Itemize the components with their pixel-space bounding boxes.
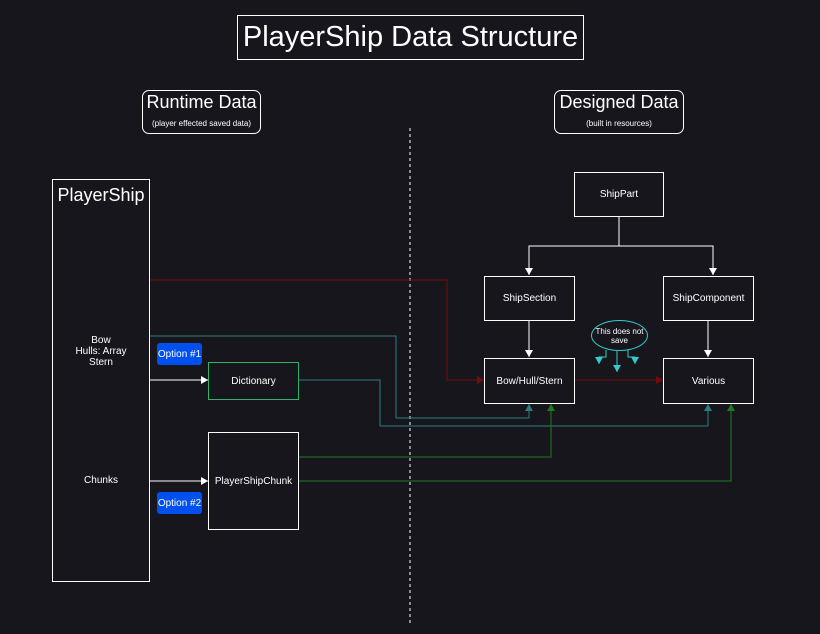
connector-shippart-to-shipcomponent bbox=[619, 245, 717, 275]
ship-component-label: ShipComponent bbox=[672, 293, 745, 304]
designed-data-title: Designed Data bbox=[559, 92, 679, 112]
runtime-data-subtitle: (player effected saved data) bbox=[151, 119, 252, 128]
player-ship-field-hulls: Hulls: Array bbox=[75, 346, 127, 357]
various-node: Various bbox=[663, 358, 754, 404]
page-title: PlayerShip Data Structure bbox=[237, 15, 584, 60]
bow-hull-stern-node: Bow/Hull/Stern bbox=[484, 358, 575, 404]
connector-teal-playership-to-bowhullstern bbox=[150, 335, 533, 419]
note-arrow-left bbox=[595, 350, 607, 364]
dictionary-node: Dictionary bbox=[208, 362, 299, 400]
player-ship-chunk-label: PlayerShipChunk bbox=[214, 475, 293, 487]
ship-component-node: ShipComponent bbox=[663, 276, 754, 321]
no-save-note: This does not save bbox=[591, 320, 648, 351]
option-1-badge: Option #1 bbox=[157, 343, 202, 365]
connector-shippart-to-shipsection bbox=[525, 217, 620, 275]
ship-section-label: ShipSection bbox=[502, 293, 557, 304]
runtime-data-title: Runtime Data bbox=[146, 92, 257, 112]
option-1-label: Option #1 bbox=[157, 348, 202, 360]
no-save-note-line2: save bbox=[611, 335, 628, 345]
player-ship-chunk-node: PlayerShipChunk bbox=[208, 432, 299, 530]
option-2-label: Option #2 bbox=[157, 497, 202, 509]
connector-green-chunk-to-various bbox=[299, 404, 735, 482]
page-title-text: PlayerShip Data Structure bbox=[242, 21, 579, 53]
ship-section-node: ShipSection bbox=[484, 276, 575, 321]
connector-teal-dictionary-to-various bbox=[299, 379, 712, 427]
designed-data-subtitle: (built in resources) bbox=[586, 119, 652, 128]
no-save-note-line1: This does not bbox=[595, 326, 644, 336]
various-label: Various bbox=[691, 375, 726, 387]
designed-data-header: Designed Data (built in resources) bbox=[554, 90, 684, 134]
connector-red-playership-to-bowhullstern bbox=[150, 279, 484, 384]
option-2-badge: Option #2 bbox=[157, 492, 202, 514]
ship-part-label: ShipPart bbox=[599, 189, 639, 200]
player-ship-field-chunks: Chunks bbox=[84, 475, 118, 486]
ship-part-node: ShipPart bbox=[574, 172, 664, 217]
bow-hull-stern-label: Bow/Hull/Stern bbox=[496, 375, 563, 387]
player-ship-title: PlayerShip bbox=[57, 185, 145, 205]
connector-green-chunk-to-bowhullstern bbox=[299, 404, 555, 458]
player-ship-box: PlayerShip Bow Hulls: Array Stern Chunks bbox=[52, 179, 150, 582]
runtime-data-header: Runtime Data (player effected saved data… bbox=[142, 90, 261, 134]
note-arrow-right bbox=[627, 350, 639, 364]
dictionary-label: Dictionary bbox=[231, 375, 276, 387]
player-ship-field-stern: Stern bbox=[89, 357, 113, 368]
player-ship-field-bow: Bow bbox=[91, 335, 111, 346]
